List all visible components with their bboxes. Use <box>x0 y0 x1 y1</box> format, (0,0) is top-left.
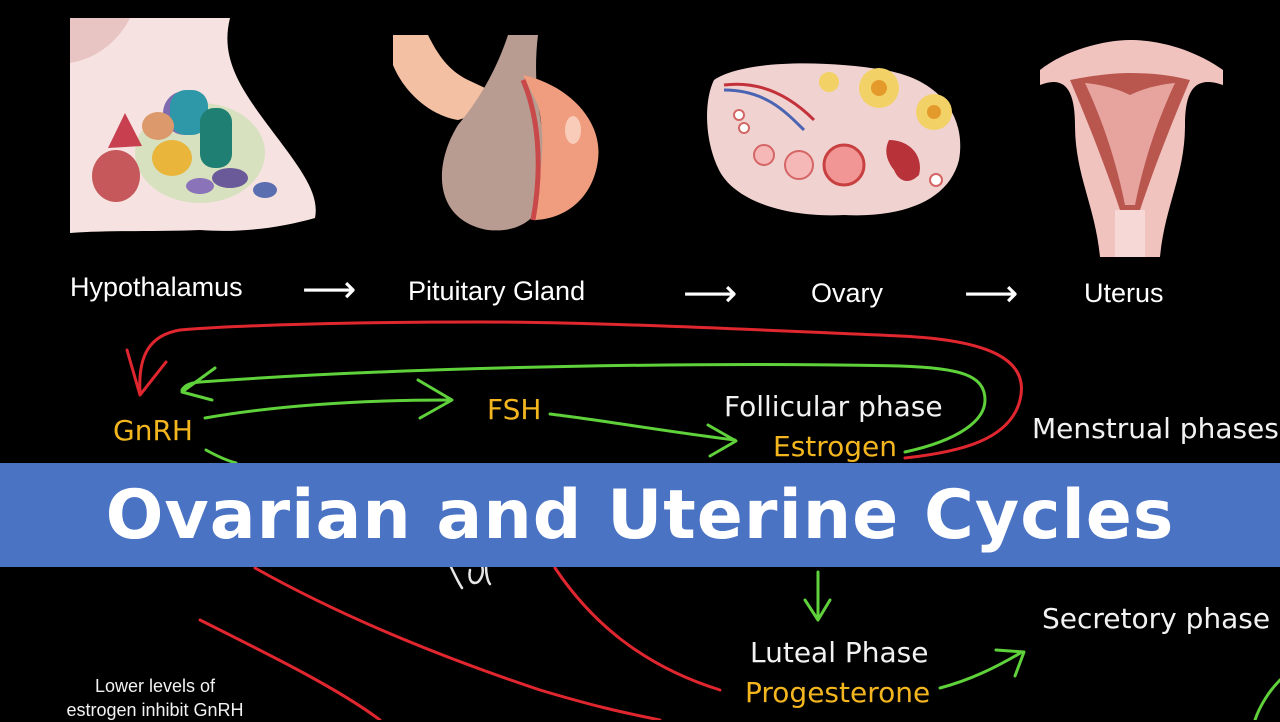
title-banner: Ovarian and Uterine Cycles <box>0 463 1280 567</box>
gnrh-label: GnRH <box>113 414 193 447</box>
gnrh-down-arrow <box>204 448 238 465</box>
red-feedback-arrowhead <box>125 348 168 397</box>
handwriting-fragment <box>448 563 492 590</box>
gnrh-to-fsh-arrowhead <box>416 378 454 420</box>
green-down-arrowhead <box>803 598 832 622</box>
progesterone-to-secretory-arrowhead <box>994 648 1026 678</box>
page-title: Ovarian and Uterine Cycles <box>105 475 1175 555</box>
follicular-phase-label: Follicular phase <box>724 390 943 423</box>
green-return-arrowhead <box>180 366 217 402</box>
hypothalamus-label: Hypothalamus <box>70 272 243 302</box>
green-right-curve <box>1253 678 1280 720</box>
luteal-phase-label: Luteal Phase <box>750 636 929 669</box>
estrogen-note: Lower levels of estrogen inhibit GnRH <box>40 674 270 722</box>
hypothalamus-illustration <box>70 18 320 238</box>
red-lower-arrow-2 <box>553 566 722 692</box>
flow-arrow-3: ⟶ <box>964 271 1019 315</box>
red-feedback-arrow <box>138 320 1023 460</box>
flow-arrow-1: ⟶ <box>302 267 357 311</box>
fsh-label: FSH <box>487 393 542 426</box>
secretory-phase-label: Secretory phase <box>1042 602 1271 635</box>
fsh-to-estrogen-arrow <box>548 412 737 442</box>
menstrual-phases-label: Menstrual phases <box>1032 412 1279 445</box>
red-lower-arrow-1 <box>253 566 662 720</box>
progesterone-to-secretory-arrow <box>938 650 1024 690</box>
ovary-label: Ovary <box>811 278 884 308</box>
pituitary-illustration <box>388 35 603 235</box>
green-return-arrow <box>180 363 987 454</box>
estrogen-label: Estrogen <box>773 430 898 463</box>
gnrh-to-fsh-arrow <box>203 398 452 420</box>
fsh-to-estrogen-arrowhead <box>706 423 738 458</box>
ovary-illustration <box>704 60 966 220</box>
flow-arrow-2: ⟶ <box>683 271 738 315</box>
red-lower-arrow-3 <box>198 618 382 720</box>
uterus-illustration <box>1035 35 1225 257</box>
uterus-label: Uterus <box>1084 278 1164 308</box>
estrogen-note-line-1: Lower levels of <box>94 676 216 696</box>
estrogen-note-line-2: estrogen inhibit GnRH <box>66 700 244 720</box>
progesterone-label: Progesterone <box>745 676 931 709</box>
pituitary-label: Pituitary Gland <box>408 276 586 306</box>
